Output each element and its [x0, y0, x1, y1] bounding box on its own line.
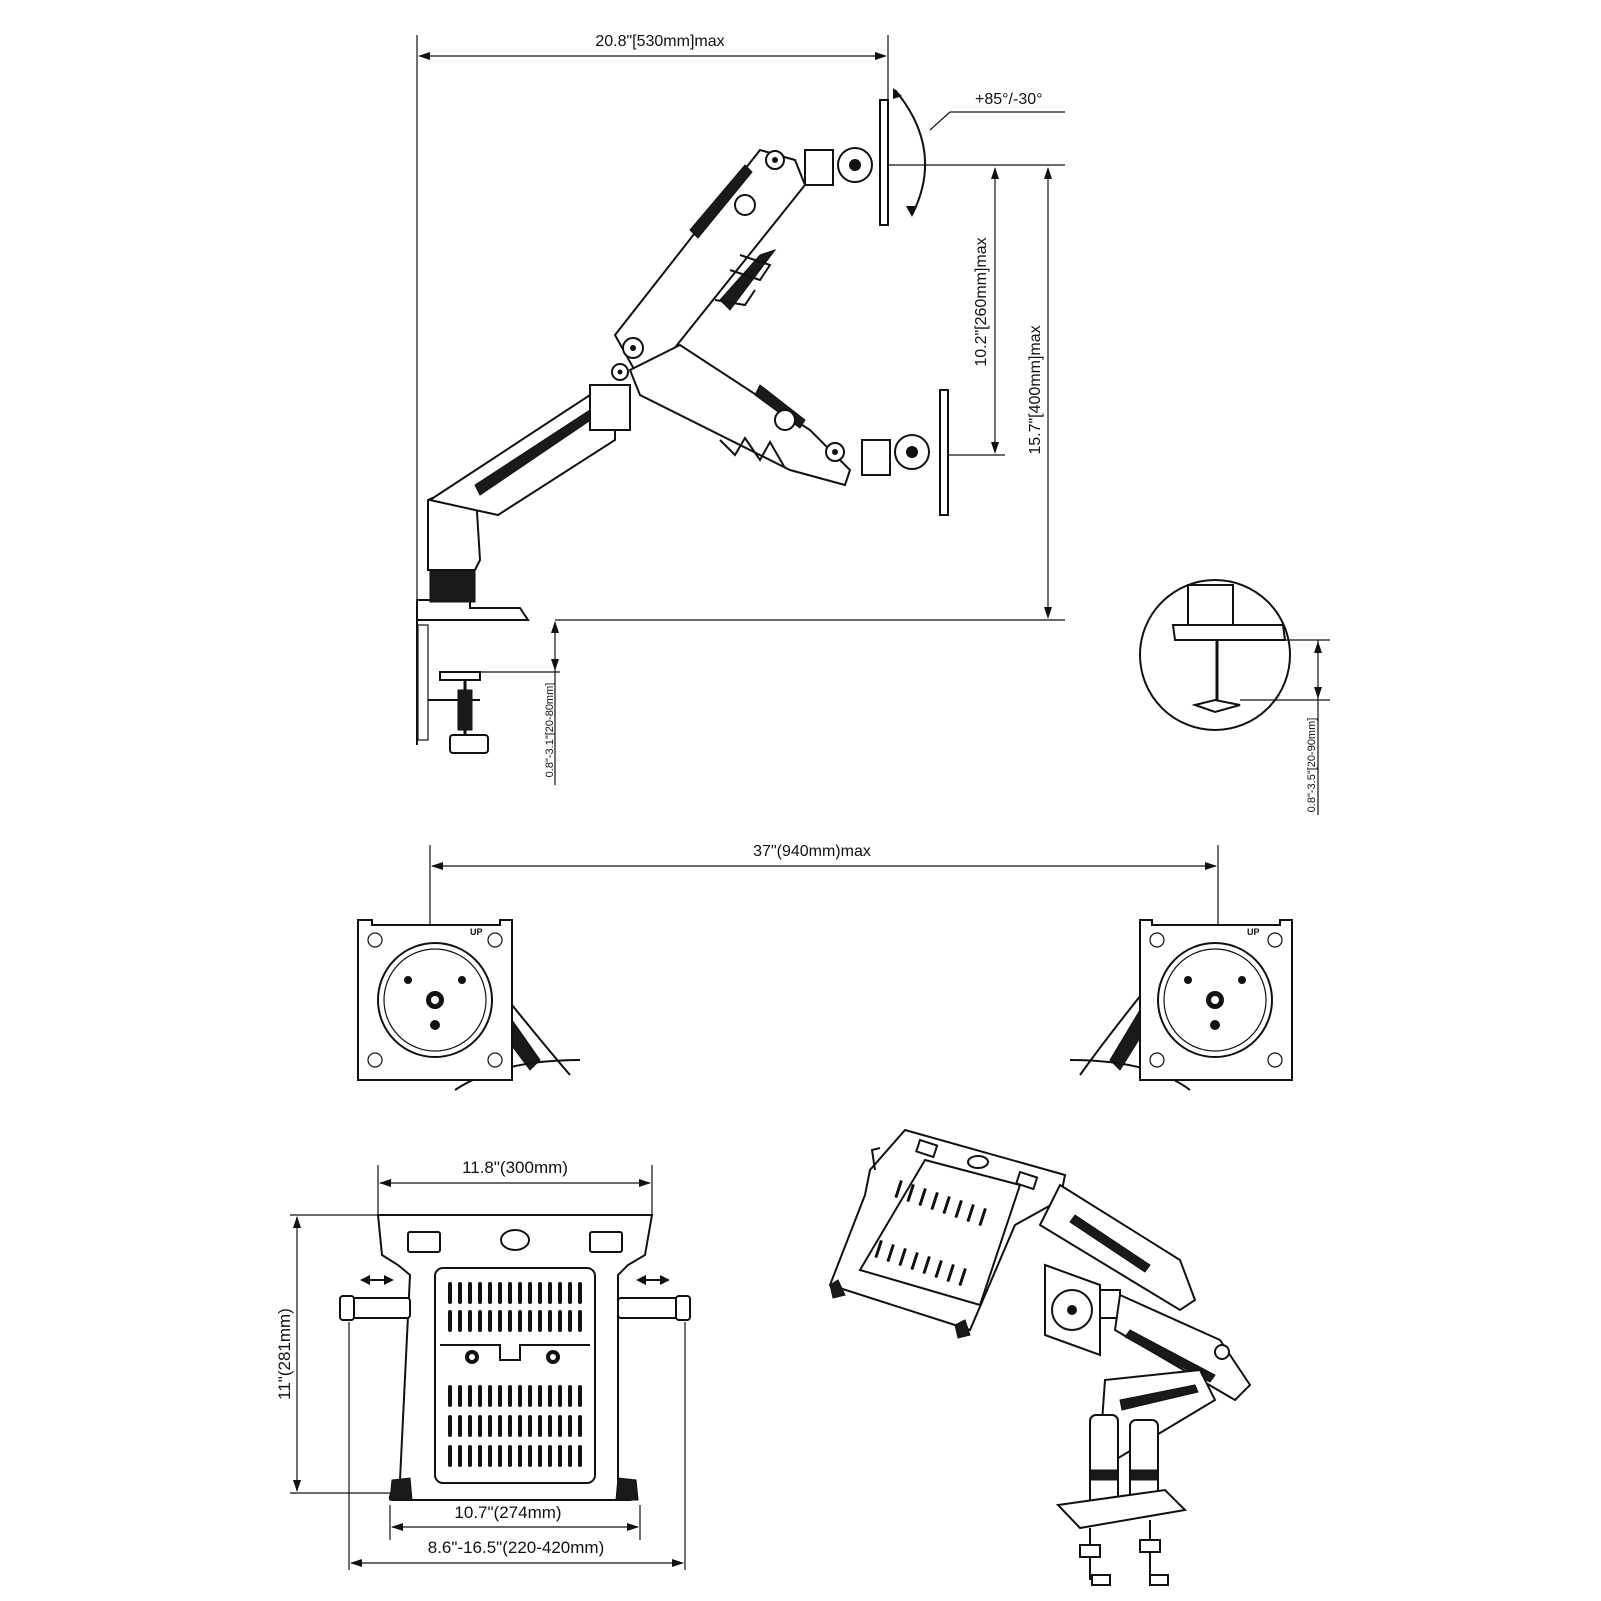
iso-lower-arm	[1113, 1293, 1252, 1402]
upper-head	[804, 99, 889, 226]
isometric-view	[828, 1128, 1252, 1586]
grommet-label: 0.8"-3.5"[20-90mm]	[1306, 718, 1318, 813]
vesa-view: 37"(940mm)max UP	[357, 843, 1293, 1091]
iso-base-plate	[1055, 1488, 1188, 1530]
reach-dimension: 20.8"[530mm]max	[416, 33, 889, 615]
tray-foot-left	[389, 1477, 413, 1501]
tray-center-hole	[500, 1229, 530, 1251]
tray-vent-plate	[434, 1267, 596, 1484]
base-arm	[427, 384, 631, 517]
span-dimension: 37"(940mm)max	[429, 843, 1219, 1000]
grommet-detail: 0.8"-3.5"[20-90mm]	[1139, 579, 1330, 815]
tray-slot-right	[589, 1231, 623, 1253]
clamp-label: 0.8"-3.1"[20-80mm]	[544, 683, 556, 778]
tray-bottom-width-label: 10.7"(274mm)	[454, 1503, 561, 1522]
lower-arm	[628, 343, 852, 487]
span-label: 37"(940mm)max	[753, 843, 871, 860]
clamp-dimension: 0.8"-3.1"[20-80mm]	[460, 621, 560, 785]
tray-adjust-range: 8.6"-16.5"(220-420mm)	[348, 1322, 686, 1570]
reach-label: 20.8"[530mm]max	[595, 33, 724, 50]
tray-vents	[440, 1282, 590, 1467]
tray-height: 11"(281mm)	[275, 1214, 395, 1494]
side-view: 20.8"[530mm]max +85°/-30° 10.2"[260mm]ma…	[416, 33, 1065, 785]
up-label-left: UP	[470, 927, 483, 937]
tray-height-label: 11"(281mm)	[275, 1308, 294, 1400]
tray-bottom-width: 10.7"(274mm)	[389, 1503, 641, 1540]
tilt-dimension: +85°/-30°	[893, 88, 1065, 217]
lower-head	[861, 389, 949, 516]
iso-tray-vents	[874, 1180, 987, 1287]
iso-tray-vent-plate	[858, 1158, 1022, 1307]
upper-arm	[611, 148, 807, 382]
tray-foot-right	[615, 1477, 639, 1501]
tray-side-arms	[339, 1275, 691, 1321]
up-label-right: UP	[1247, 927, 1260, 937]
vesa-plate-right: UP	[1069, 919, 1293, 1091]
height-outer-label: 15.7"[400mm]max	[1027, 325, 1044, 454]
height-inner-label: 10.2"[260mm]max	[973, 237, 990, 366]
tilt-label: +85°/-30°	[975, 91, 1043, 108]
height-dimensions: 10.2"[260mm]max 15.7"[400mm]max	[555, 164, 1065, 621]
desk-clamp-base	[416, 478, 530, 754]
laptop-tray: 11.8"(300mm) 11"(281mm)	[275, 1158, 691, 1570]
vesa-plate-left: UP	[357, 919, 581, 1091]
tray-slot-left	[407, 1231, 441, 1253]
tray-adjust-range-label: 8.6"-16.5"(220-420mm)	[428, 1538, 604, 1557]
tray-top-width: 11.8"(300mm)	[377, 1158, 653, 1215]
tray-top-width-label: 11.8"(300mm)	[462, 1158, 568, 1177]
iso-pole-left	[1089, 1414, 1119, 1506]
